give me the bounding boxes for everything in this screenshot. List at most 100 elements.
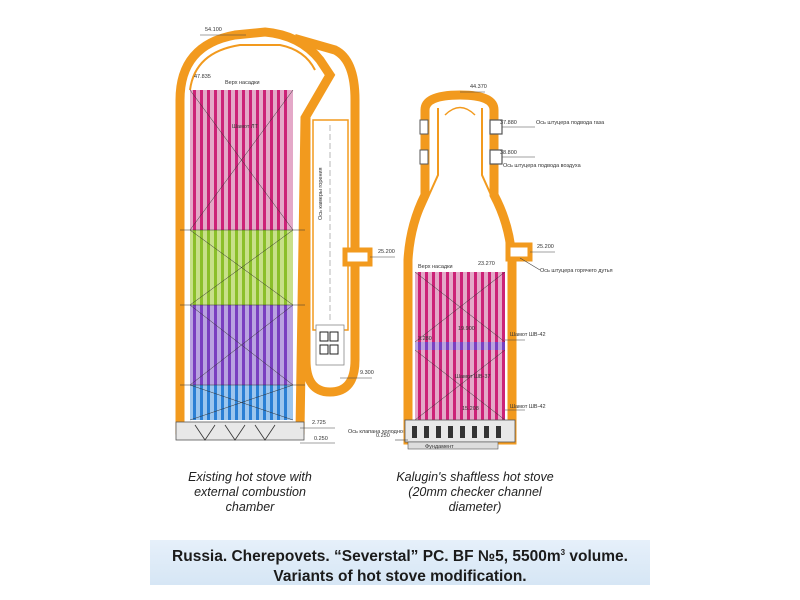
checker-channel (446, 272, 449, 342)
checker-channel (270, 305, 273, 385)
checker-channel (242, 305, 245, 385)
checker-channel (221, 90, 224, 230)
checker-channel (495, 272, 498, 342)
right-caption-line: (20mm checker channel (408, 485, 542, 499)
checker-channel (214, 230, 217, 305)
svg-text:Ось клапана холодного дутья: Ось клапана холодного дутья (348, 429, 424, 435)
checker-channel (256, 305, 259, 385)
checker-channel (453, 272, 456, 342)
right-outlet-mark: 25.200 Ось штуцера горячего дутья (519, 244, 613, 274)
left-burner (319, 331, 339, 355)
checker-channel (432, 342, 435, 350)
svg-text:Верх насадки: Верх насадки (418, 264, 453, 270)
checker-channel (467, 350, 470, 420)
checker-channel (284, 90, 287, 230)
svg-text:25.200: 25.200 (378, 249, 395, 255)
svg-text:2.725: 2.725 (312, 420, 326, 426)
checker-channel (249, 90, 252, 230)
checker-channel (193, 230, 196, 305)
right-hot-blast-outlet (505, 242, 533, 262)
left-checker-stripes (193, 90, 287, 420)
svg-text:Верх насадки: Верх насадки (225, 80, 260, 86)
checker-channel (235, 230, 238, 305)
svg-text:9.300: 9.300 (360, 370, 374, 376)
checker-channel (256, 385, 259, 420)
left-caption-line: Existing hot stove with (188, 470, 312, 484)
right-stove: Фундамент 44.370 37.880 Ось штуцера подв… (376, 84, 613, 450)
checker-channel (270, 385, 273, 420)
svg-text:Ось штуцера подвода газа: Ось штуцера подвода газа (536, 120, 605, 126)
left-caption-line: external combustion (194, 485, 306, 499)
checker-channel (242, 385, 245, 420)
checker-channel (249, 385, 252, 420)
left-stove-caption: Existing hot stove with external combust… (175, 470, 325, 515)
checker-channel (439, 272, 442, 342)
checker-channel (460, 342, 463, 350)
checker-channel (453, 342, 456, 350)
right-level-marks: 19.900 3.280 15.208 0.250 (376, 326, 479, 441)
checker-channel (488, 272, 491, 342)
svg-text:Шамот ШВ-37: Шамот ШВ-37 (455, 374, 491, 380)
svg-text:3.280: 3.280 (418, 336, 432, 342)
checker-channel (249, 305, 252, 385)
checker-channel (439, 350, 442, 420)
banner-line-2: Variants of hot stove modification. (273, 568, 527, 586)
svg-text:0.250: 0.250 (376, 433, 390, 439)
checker-channel (256, 230, 259, 305)
checker-channel (214, 90, 217, 230)
checker-channel (481, 272, 484, 342)
banner-line-1: Russia. Cherepovets. “Severstal” PC. BF … (172, 548, 628, 566)
checker-channel (214, 385, 217, 420)
right-checker-crosses (414, 271, 506, 421)
svg-text:54.100: 54.100 (205, 27, 222, 33)
svg-text:47.835: 47.835 (194, 74, 211, 80)
left-bottom-marks: 2.725 Ось клапана холодного дутья 0.250 (300, 420, 424, 444)
checker-channel (488, 342, 491, 350)
checker-channel (193, 385, 196, 420)
checker-channel (418, 272, 421, 342)
checker-channel (235, 305, 238, 385)
svg-text:0.250: 0.250 (314, 436, 328, 442)
checker-channel (249, 230, 252, 305)
checker-channel (495, 342, 498, 350)
left-hot-blast-outlet (342, 247, 373, 267)
right-caption-line: Kalugin's shaftless hot stove (396, 470, 554, 484)
svg-text:37.880: 37.880 (500, 120, 517, 126)
checker-channel (221, 305, 224, 385)
right-air-nozzle-mark: 38.800 Ось штуцера подвода воздуха (500, 150, 582, 169)
checker-channel (228, 385, 231, 420)
checker-channel (200, 305, 203, 385)
checker-channel (425, 272, 428, 342)
checker-channel (446, 342, 449, 350)
checker-channel (270, 90, 273, 230)
checker-channel (207, 230, 210, 305)
checker-channel (277, 385, 280, 420)
checker-channel (277, 305, 280, 385)
checker-channel (467, 272, 470, 342)
right-dome-mark: 44.370 (460, 84, 487, 93)
svg-text:Фундамент: Фундамент (425, 444, 454, 450)
checker-channel (256, 90, 259, 230)
checker-channel (467, 342, 470, 350)
right-checker-stripes (418, 272, 505, 420)
checker-channel (502, 350, 505, 420)
right-stove-caption: Kalugin's shaftless hot stove (20mm chec… (385, 470, 565, 515)
svg-text:44.370: 44.370 (470, 84, 487, 90)
checker-channel (207, 385, 210, 420)
checker-channel (270, 230, 273, 305)
checker-channel (284, 230, 287, 305)
left-caption-line: chamber (225, 500, 275, 514)
svg-text:19.900: 19.900 (458, 326, 475, 332)
checker-channel (242, 90, 245, 230)
checker-channel (432, 272, 435, 342)
left-stove: 54.100 Верх насадки 47.835 Шамот ЛТ Ось … (175, 27, 424, 444)
svg-text:38.800: 38.800 (500, 150, 517, 156)
right-support-grate: Фундамент (404, 419, 516, 450)
checker-channel (200, 90, 203, 230)
checker-channel (242, 230, 245, 305)
svg-text:15.208: 15.208 (462, 406, 479, 412)
left-checker-top: Верх насадки 47.835 (194, 74, 260, 86)
checker-channel (481, 342, 484, 350)
svg-text:Шамот ШВ-42: Шамот ШВ-42 (510, 332, 546, 338)
